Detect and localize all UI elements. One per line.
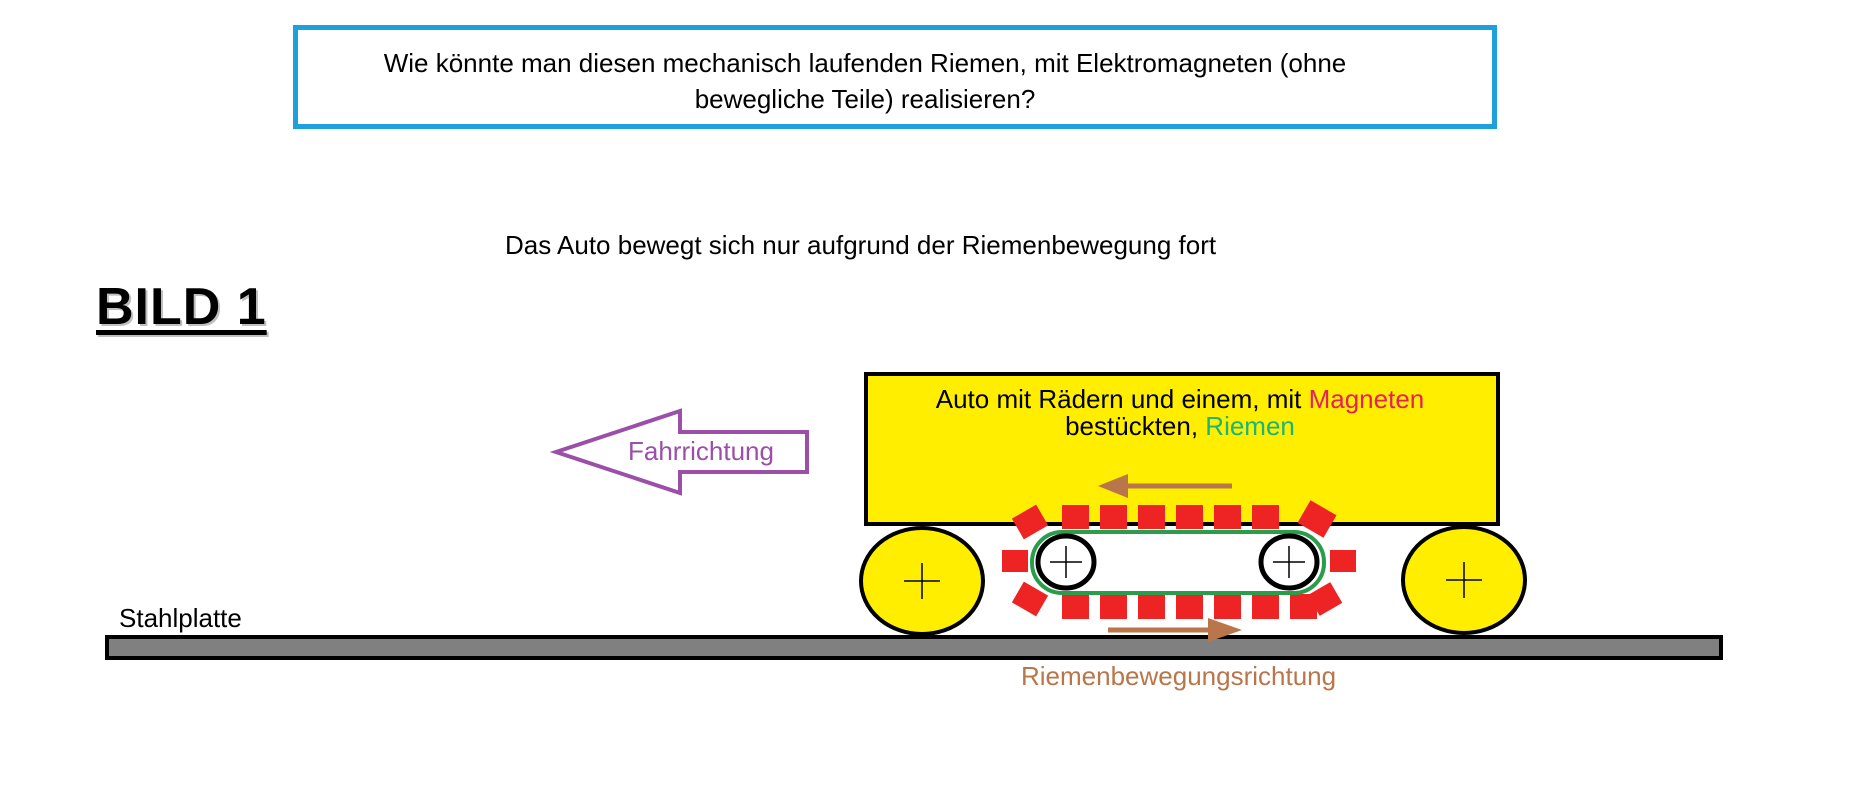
magnet-block xyxy=(1100,505,1127,529)
magnet-block xyxy=(1002,550,1028,572)
magnet-block xyxy=(1062,594,1089,619)
car-label: Auto mit Rädern und einem, mit Magneten b… xyxy=(880,386,1480,440)
magnet-block xyxy=(1011,581,1049,617)
magnet-block xyxy=(1176,594,1203,619)
steel-plate xyxy=(105,635,1723,660)
magnet-block xyxy=(1307,582,1343,616)
question-text: Wie könnte man diesen mechanisch laufend… xyxy=(383,48,1347,114)
belt xyxy=(1030,530,1326,595)
magnet-block xyxy=(1330,550,1356,572)
magnet-block xyxy=(1214,594,1241,619)
magnet-block xyxy=(1176,505,1203,529)
direction-arrow-icon xyxy=(549,408,809,496)
car-label-belt: Riemen xyxy=(1205,411,1295,441)
right-pulley xyxy=(1258,533,1320,591)
belt-magnets xyxy=(1002,500,1356,619)
question-box xyxy=(293,25,1497,129)
magnet-block xyxy=(1297,500,1337,538)
magnet-block xyxy=(1100,594,1127,619)
steel-plate-label: Stahlplatte xyxy=(119,603,242,633)
car-label-text-2: bestückten, xyxy=(1065,411,1206,441)
magnet-block xyxy=(1138,505,1165,529)
car-label-text-1: Auto mit Rädern und einem, mit xyxy=(935,384,1309,414)
magnet-block xyxy=(1138,594,1165,619)
magnet-block xyxy=(1062,505,1089,529)
belt-direction-label: Riemenbewegungsrichtung xyxy=(1021,661,1337,691)
magnet-block xyxy=(1011,504,1049,540)
figure-title: BILD 1 xyxy=(96,278,267,336)
right-wheel xyxy=(1401,525,1527,635)
left-wheel xyxy=(859,526,985,636)
magnet-block xyxy=(1214,505,1241,529)
car-label-magnets: Magneten xyxy=(1308,384,1425,414)
magnet-block xyxy=(1252,594,1279,619)
subtitle: Das Auto bewegt sich nur aufgrund der Ri… xyxy=(505,230,1217,260)
magnet-block xyxy=(1252,505,1279,529)
upper-belt-arrow xyxy=(1098,474,1232,498)
car-body xyxy=(864,372,1500,526)
direction-label: Fahrrichtung xyxy=(628,436,774,466)
lower-belt-arrow xyxy=(1108,618,1242,642)
left-pulley xyxy=(1035,533,1097,591)
